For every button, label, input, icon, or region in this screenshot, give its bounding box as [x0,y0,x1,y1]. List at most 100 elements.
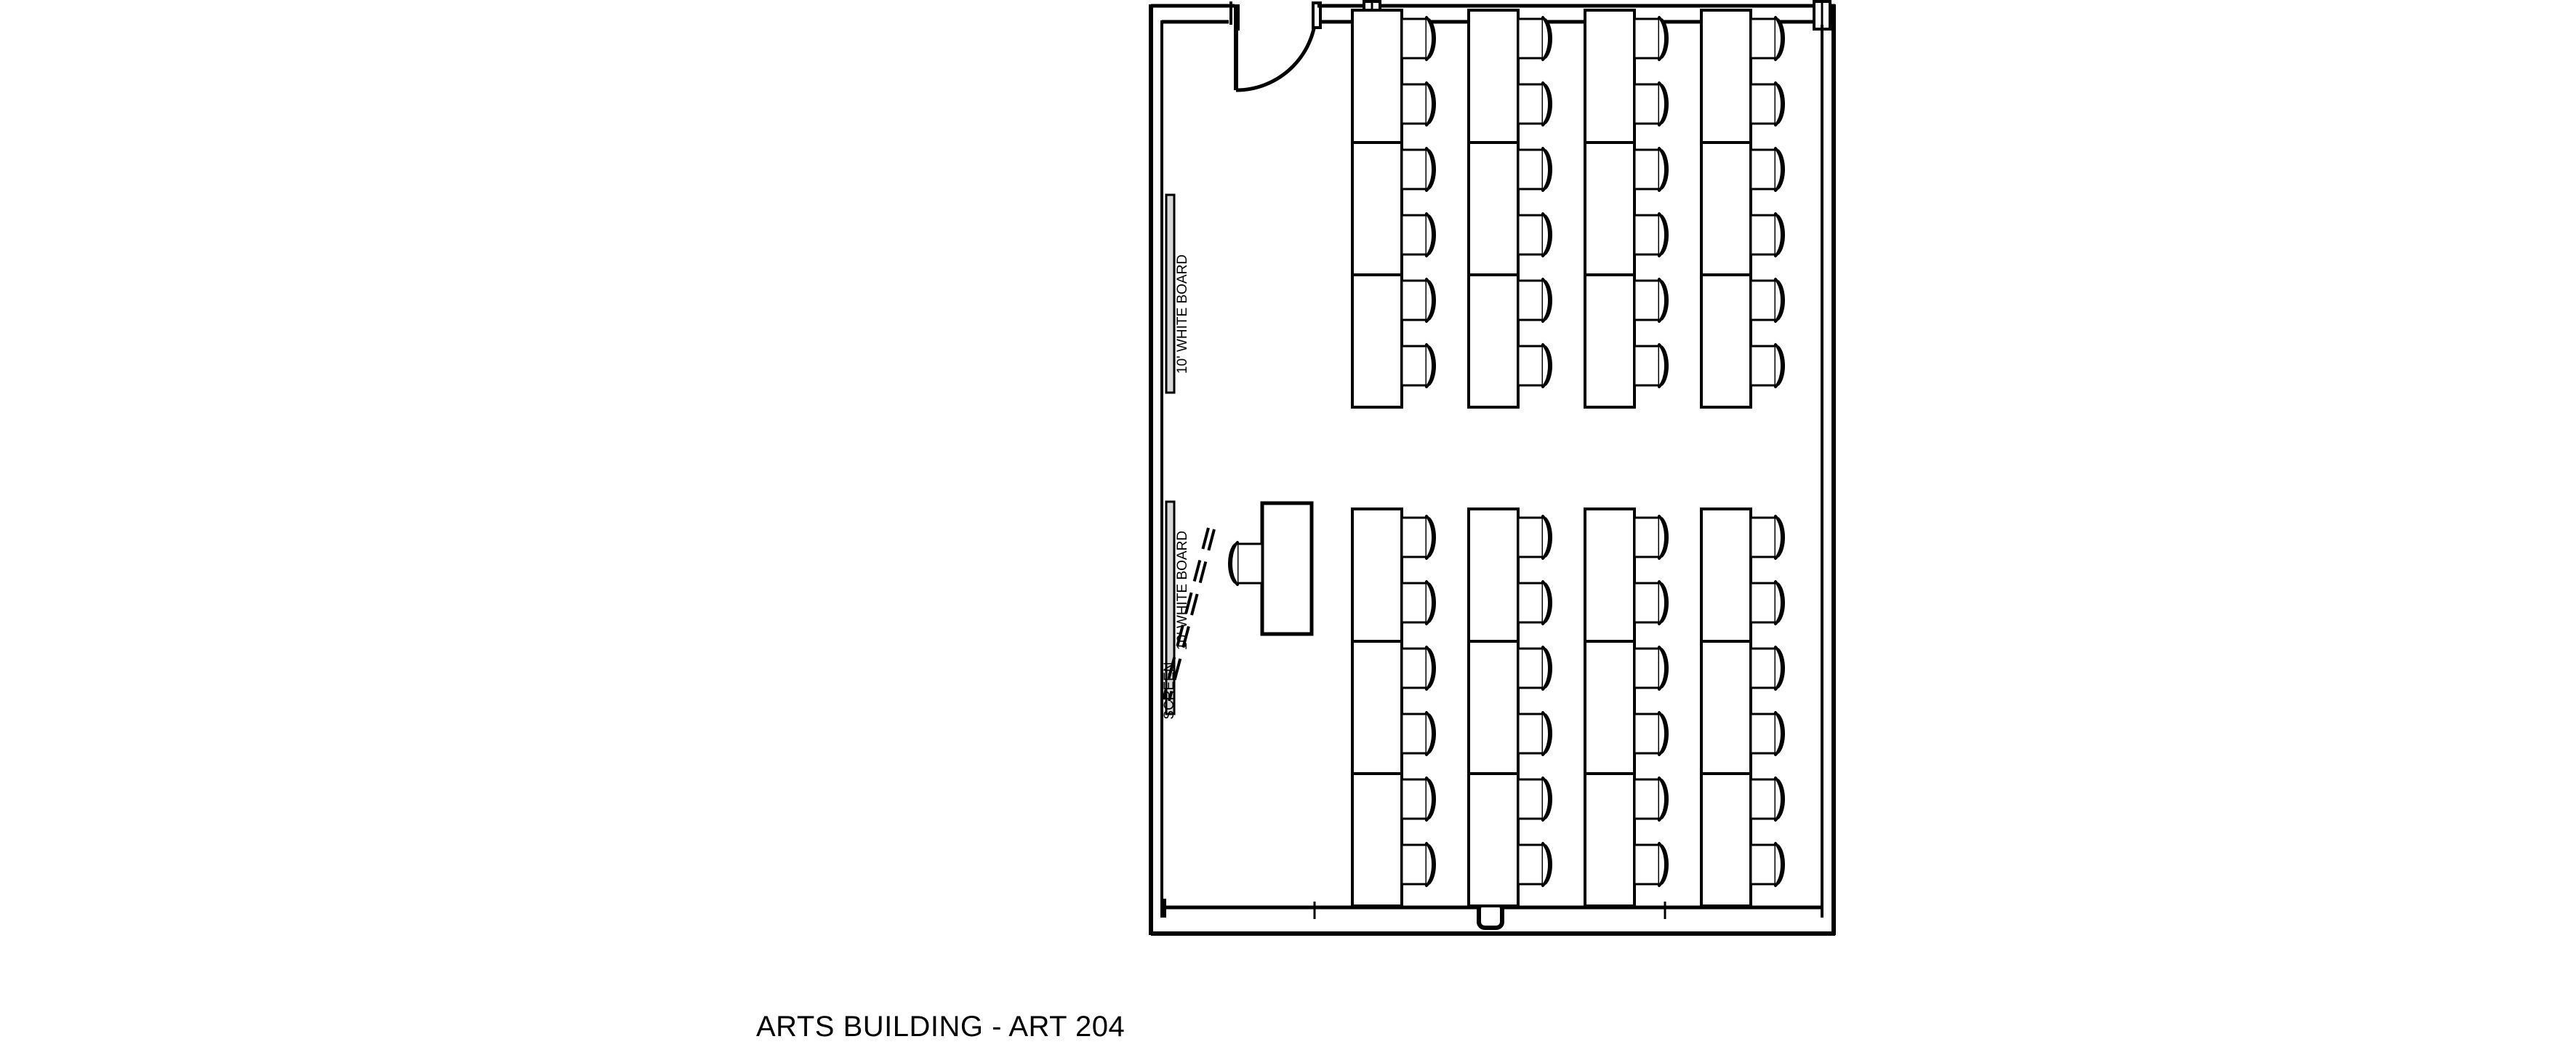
chair [1517,580,1553,625]
chair [1749,777,1786,822]
chair [1749,711,1786,756]
chair [1400,81,1437,127]
wall-top-left [1151,1,1235,25]
table-column-1-upper [1351,9,1437,409]
chair [1749,580,1786,625]
chair [1517,278,1553,323]
chair [1400,842,1437,887]
table-segment [1467,141,1520,276]
table-column-4-upper [1700,9,1786,409]
chair [1749,515,1786,560]
table-column-3-upper [1584,9,1669,409]
chair [1633,646,1669,691]
table-segment [1700,141,1752,276]
table-segment [1467,640,1520,775]
label-whiteboard-lower: 10' WHITE BOARD [1175,531,1190,650]
chair [1633,81,1669,127]
instructor-area [1227,501,1314,636]
chair [1400,646,1437,691]
chair [1749,646,1786,691]
chair [1633,842,1669,887]
page-title: ARTS BUILDING - ART 204 [756,1011,1126,1043]
chair [1749,16,1786,61]
chair [1633,16,1669,61]
chair [1400,16,1437,61]
table-segment [1584,9,1636,144]
chair [1517,343,1553,388]
chair [1633,777,1669,822]
table-segment [1351,640,1403,775]
table-column-3-lower [1584,508,1669,907]
projection-screen [1162,527,1216,702]
whiteboard-upper [1165,193,1176,394]
chair [1400,147,1437,192]
chair [1749,278,1786,323]
chair [1517,212,1553,257]
table-column-2-lower [1467,508,1553,907]
chair [1633,343,1669,388]
seating-block-lower [1351,508,1786,907]
chair [1749,212,1786,257]
chair [1633,147,1669,192]
instructor-desk [1260,501,1314,636]
table-segment [1351,141,1403,276]
label-screen: SCREEN [1162,662,1177,719]
wall-left [1149,4,1163,935]
seating-block-upper [1351,9,1786,409]
whiteboard-lower [1165,500,1176,715]
chair [1517,16,1553,61]
table-segment [1467,508,1520,643]
chair [1517,711,1553,756]
table-segment [1584,141,1636,276]
chair [1517,646,1553,691]
table-segment [1584,273,1636,409]
table-segment [1351,508,1403,643]
label-whiteboard-upper: 10' WHITE BOARD [1175,254,1190,374]
table-segment [1467,273,1520,409]
table-segment [1351,9,1403,144]
chair [1400,580,1437,625]
wall-mounted-equipment [1162,193,1216,715]
chair [1400,212,1437,257]
table-segment [1700,508,1752,643]
table-column-4-lower [1700,508,1786,907]
table-segment [1584,508,1636,643]
chair [1749,842,1786,887]
entry-door[interactable] [1234,1,1322,92]
chair [1400,711,1437,756]
table-segment [1584,640,1636,775]
chair [1517,81,1553,127]
table-segment [1467,9,1520,144]
chair [1749,147,1786,192]
chair [1517,515,1553,560]
chair [1400,515,1437,560]
chair [1633,711,1669,756]
chair [1633,212,1669,257]
chair [1749,343,1786,388]
table-segment [1584,772,1636,907]
chair [1633,580,1669,625]
table-column-1-lower [1351,508,1437,907]
caption-area: ARTS BUILDING - ART 204 [756,1011,1411,1054]
table-segment [1351,273,1403,409]
chair [1633,278,1669,323]
table-column-2-upper [1467,9,1553,409]
chair [1749,81,1786,127]
table-segment [1700,9,1752,144]
wall-right [1821,4,1836,935]
chair [1517,842,1553,887]
table-segment [1700,273,1752,409]
chair [1400,777,1437,822]
instructor-chair [1227,541,1264,586]
chair [1517,777,1553,822]
plan-annotations: 10' WHITE BOARD 10' WHITE BOARD SCREEN [1162,254,1190,720]
chair [1400,278,1437,323]
chair [1633,515,1669,560]
chair [1517,147,1553,192]
table-segment [1467,772,1520,907]
table-segment [1700,772,1752,907]
chair [1400,343,1437,388]
table-segment [1351,772,1403,907]
